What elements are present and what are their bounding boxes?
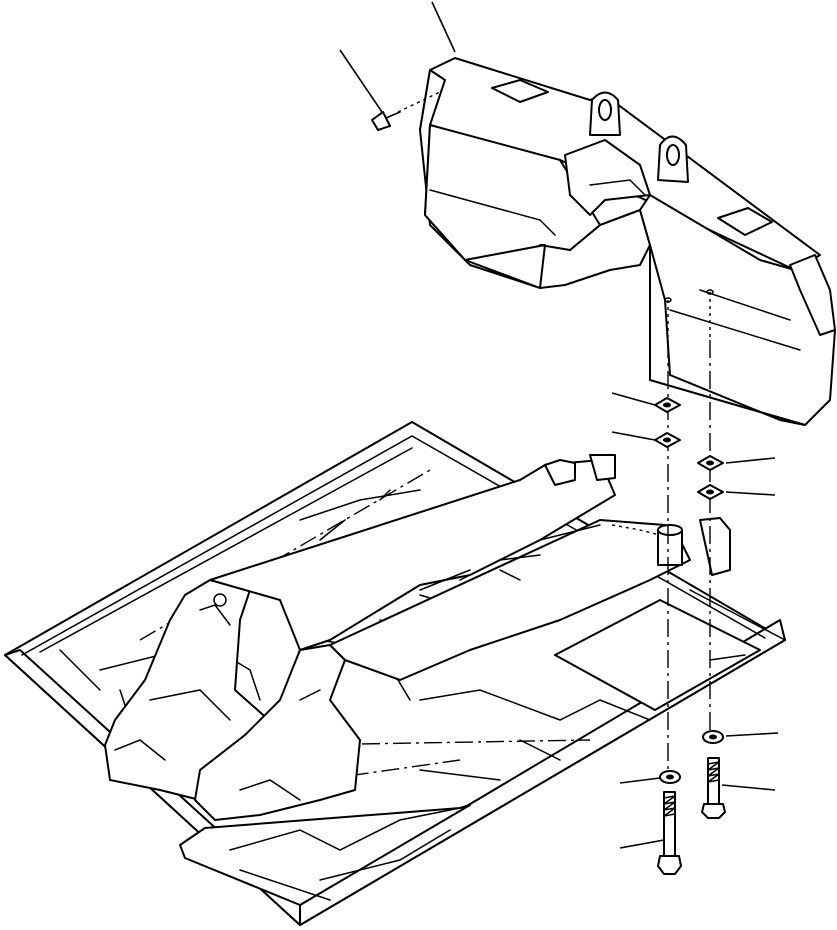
revolving-frame	[4, 421, 786, 926]
lifting-eye	[657, 135, 689, 183]
plug	[371, 91, 441, 131]
shim-left-lower	[654, 432, 681, 448]
lifting-eye	[589, 91, 621, 136]
bolt-left	[657, 791, 682, 875]
washer-left	[659, 770, 681, 784]
counterweight	[419, 57, 836, 426]
shim-right-upper	[697, 455, 724, 471]
shim-right-lower	[697, 484, 724, 500]
bolt-right	[701, 757, 726, 819]
shim-left-upper	[654, 397, 681, 413]
leader-lines	[339, 1, 779, 849]
washer-right	[702, 730, 724, 744]
